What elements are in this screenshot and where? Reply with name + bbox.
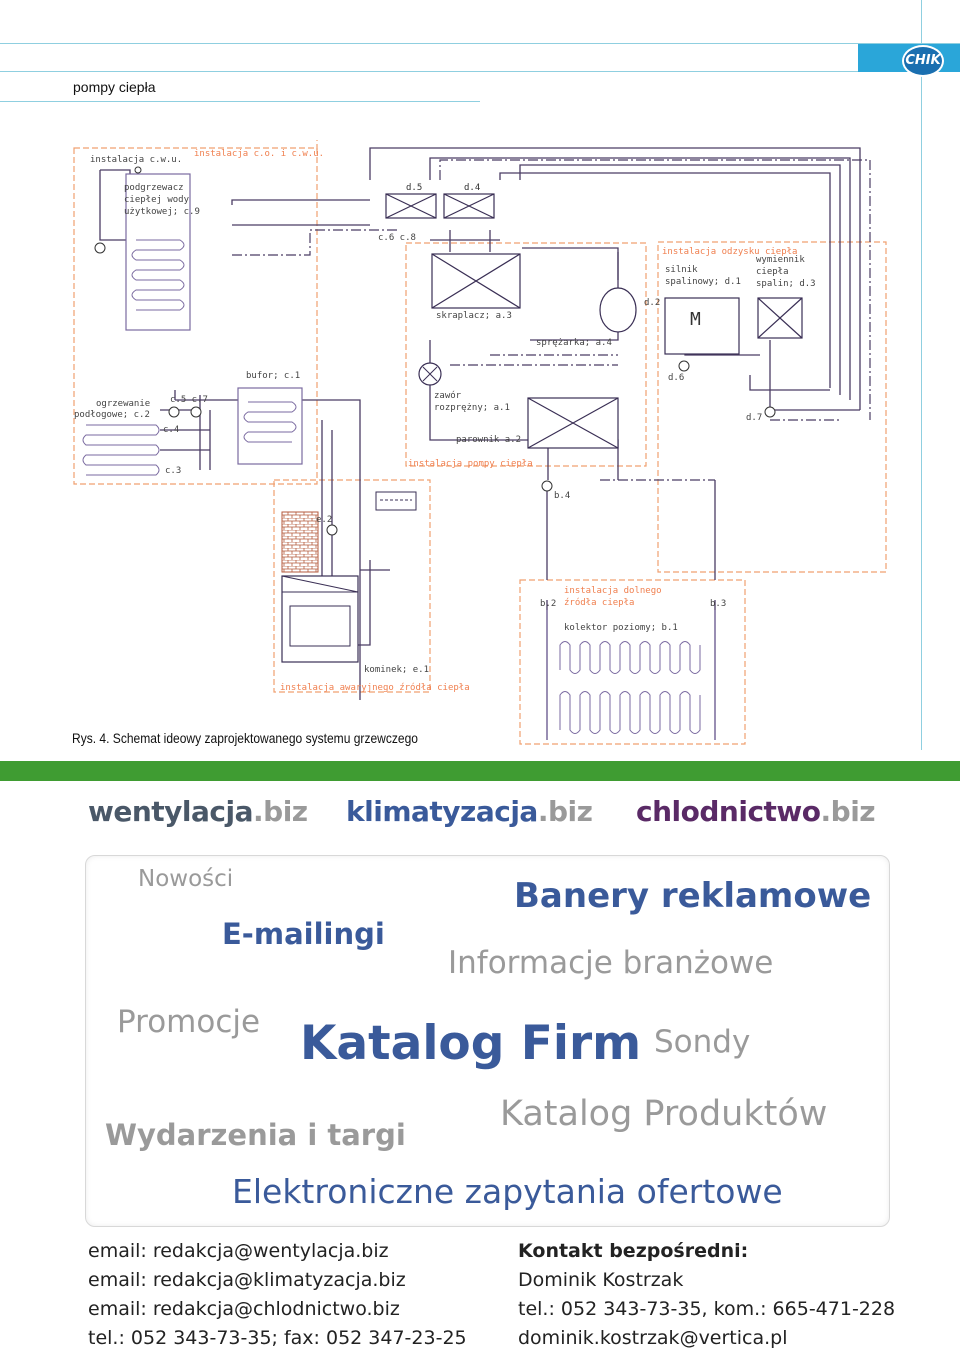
contact-email-klimatyzacja[interactable]: email: redakcja@klimatyzacja.biz: [88, 1269, 406, 1291]
svg-text:e.2: e.2: [316, 515, 332, 525]
svg-text:sprężarka; a.4: sprężarka; a.4: [536, 338, 612, 348]
heating-system-schematic: d.5 d.4 instalacja c.w.u. instalacja c.o…: [73, 140, 887, 745]
brand-name: chlodnictwo: [636, 795, 821, 828]
boundary-heat-recovery: [657, 241, 887, 573]
tag-wydarzenia[interactable]: Wydarzenia i targi: [105, 1118, 406, 1152]
svg-text:c.5 c.7: c.5 c.7: [170, 395, 208, 405]
brand-klimatyzacja[interactable]: klimatyzacja.biz: [346, 795, 593, 828]
svg-text:d.6: d.6: [668, 373, 684, 383]
svg-text:instalacja odzysku ciepła: instalacja odzysku ciepła: [662, 247, 797, 257]
svg-text:instalacja awaryjnego źródła c: instalacja awaryjnego źródła ciepła: [280, 682, 470, 693]
svg-text:użytkowej; c.9: użytkowej; c.9: [124, 207, 200, 217]
boundary-ground-source: [519, 579, 746, 745]
green-band: [0, 761, 960, 781]
direct-contact-email[interactable]: dominik.kostrzak@vertica.pl: [518, 1327, 788, 1349]
svg-text:d.4: d.4: [464, 183, 480, 193]
tag-emailingi[interactable]: E-mailingi: [222, 917, 385, 951]
logo: CHIK: [902, 45, 944, 77]
tag-informacje[interactable]: Informacje branżowe: [448, 945, 774, 981]
direct-contact-name: Dominik Kostrzak: [518, 1269, 684, 1291]
direct-contact-title: Kontakt bezpośredni:: [518, 1240, 749, 1262]
boundary-co-cwu: [73, 147, 318, 485]
tag-promocje[interactable]: Promocje: [117, 1004, 261, 1040]
boundary-emergency: [273, 479, 431, 693]
svg-text:ciepła: ciepła: [756, 267, 789, 277]
svg-text:spalinowy; d.1: spalinowy; d.1: [665, 277, 741, 287]
tag-sondy[interactable]: Sondy: [654, 1024, 751, 1060]
svg-text:rozprężny; a.1: rozprężny; a.1: [434, 403, 510, 413]
svg-text:kolektor poziomy; b.1: kolektor poziomy; b.1: [564, 623, 678, 633]
contact-email-wentylacja[interactable]: email: redakcja@wentylacja.biz: [88, 1240, 389, 1262]
tag-banery[interactable]: Banery reklamowe: [514, 876, 872, 916]
brand-name: wentylacja: [88, 795, 254, 828]
svg-text:b.3: b.3: [710, 599, 726, 609]
svg-text:d.7: d.7: [746, 413, 762, 423]
contact-email-chlodnictwo[interactable]: email: redakcja@chlodnictwo.biz: [88, 1298, 400, 1320]
svg-text:wymiennik: wymiennik: [756, 255, 805, 265]
svg-text:źródła ciepła: źródła ciepła: [564, 597, 634, 608]
svg-text:instalacja pompy ciepła: instalacja pompy ciepła: [408, 459, 533, 469]
svg-text:spalin; d.3: spalin; d.3: [756, 279, 816, 289]
svg-text:zawór: zawór: [434, 390, 462, 401]
svg-text:c.6 c.8: c.6 c.8: [378, 233, 416, 243]
svg-text:b.2: b.2: [540, 599, 556, 609]
contact-phone-fax: tel.: 052 343-73-35; fax: 052 347-23-25: [88, 1327, 467, 1349]
svg-text:podłogowe; c.2: podłogowe; c.2: [74, 410, 150, 420]
figure-caption: Rys. 4. Schemat ideowy zaprojektowanego …: [72, 730, 418, 746]
services-tag-cloud: [85, 855, 890, 1227]
svg-text:c.3: c.3: [165, 466, 181, 476]
svg-text:ogrzewanie: ogrzewanie: [96, 399, 150, 409]
svg-text:silnik: silnik: [665, 265, 698, 275]
brand-wentylacja[interactable]: wentylacja.biz: [88, 795, 308, 828]
svg-text:ciepłej wody: ciepłej wody: [124, 195, 190, 205]
tag-katalog-firm[interactable]: Katalog Firm: [300, 1016, 642, 1071]
header-rule-top: [0, 43, 960, 44]
svg-text:c.4: c.4: [163, 425, 179, 435]
boundary-heat-pump: [405, 242, 647, 467]
tag-katalog-produktow[interactable]: Katalog Produktów: [500, 1094, 828, 1134]
svg-text:M: M: [690, 309, 701, 330]
section-label: pompy ciepła: [73, 79, 156, 95]
svg-text:skraplacz; a.3: skraplacz; a.3: [436, 311, 512, 321]
header-rule-bottom: [0, 101, 480, 102]
svg-text:d.5: d.5: [406, 183, 422, 193]
svg-text:bufor; c.1: bufor; c.1: [246, 371, 300, 381]
svg-text:instalacja c.o. i c.w.u.: instalacja c.o. i c.w.u.: [194, 149, 324, 159]
svg-text:b.4: b.4: [554, 491, 570, 501]
brand-tld: .biz: [820, 795, 876, 828]
tag-zapytania[interactable]: Elektroniczne zapytania ofertowe: [232, 1172, 783, 1211]
svg-text:podgrzewacz: podgrzewacz: [124, 183, 184, 193]
brand-name: klimatyzacja: [346, 795, 538, 828]
direct-contact-phone: tel.: 052 343-73-35, kom.: 665-471-228: [518, 1298, 896, 1320]
header-rule-middle: [0, 71, 960, 72]
svg-text:kominek; e.1: kominek; e.1: [364, 665, 429, 675]
svg-text:d.2: d.2: [644, 298, 660, 308]
right-margin-rule: [921, 0, 922, 750]
svg-text:instalacja c.w.u.: instalacja c.w.u.: [90, 155, 182, 165]
brand-chlodnictwo[interactable]: chlodnictwo.biz: [636, 795, 876, 828]
brand-tld: .biz: [253, 795, 308, 828]
tag-nowosci[interactable]: Nowości: [138, 866, 234, 892]
svg-text:instalacja dolnego: instalacja dolnego: [564, 586, 662, 596]
brand-tld: .biz: [537, 795, 593, 828]
svg-text:parownik a.2: parownik a.2: [456, 435, 521, 445]
